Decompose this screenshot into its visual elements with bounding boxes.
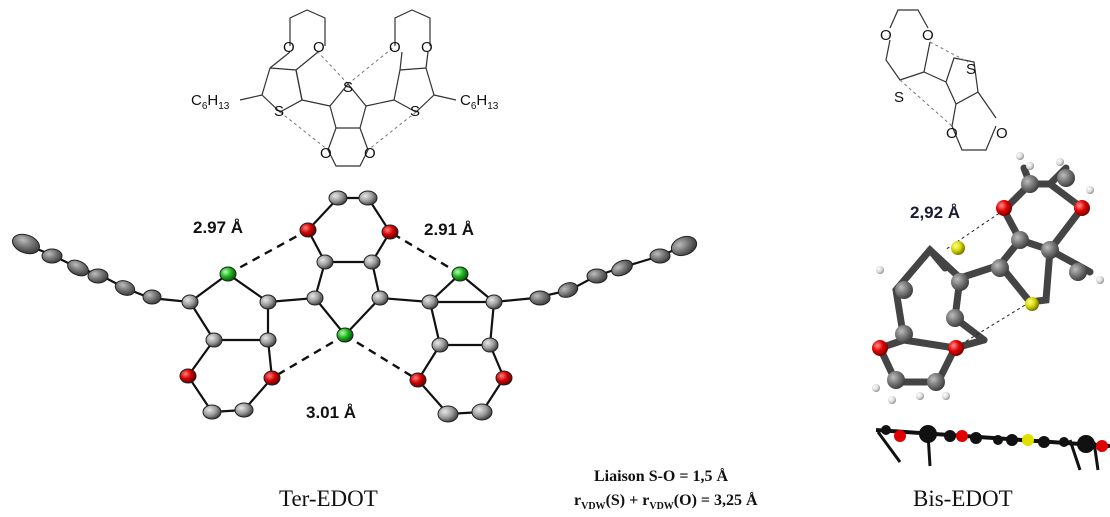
sulfur-label: S — [274, 103, 284, 120]
bonds — [21, 196, 687, 416]
carbon-atoms — [887, 169, 1087, 391]
ter-edot-skeletal-formula — [239, 9, 457, 167]
ter-edot-crystal-structure: 2.97 Å 2.91 Å 3.01 Å — [11, 190, 698, 423]
oxygen-atoms — [872, 200, 1090, 356]
oxygen-label: O — [283, 39, 295, 56]
distance-label: 3.01 Å — [306, 403, 356, 422]
hexyl-chain-left — [11, 233, 162, 305]
ter-edot-atom-labels: O O O O S S S O O C6H13 C6H13 — [191, 39, 499, 162]
oxygen-label: O — [996, 125, 1008, 142]
sulfur-label: S — [343, 79, 353, 96]
oxygen-label: O — [946, 125, 958, 142]
ter-edot-caption: Ter-EDOT — [279, 486, 378, 511]
oxygen-label: O — [364, 145, 376, 162]
sulfur-atoms — [951, 241, 1039, 311]
oxygen-atoms — [179, 222, 513, 388]
oxygen-label: O — [313, 39, 325, 56]
s-o-contact — [344, 333, 419, 382]
sulfur-label: S — [966, 61, 976, 78]
bis-edot-ball-model: 2,92 Å — [872, 152, 1104, 404]
hexyl-chain-right — [529, 235, 698, 306]
bond-length-note: Liaison S-O = 1,5 Å rVDW(S) + rVDW(O) = … — [574, 467, 758, 512]
oxygen-label: O — [880, 27, 892, 44]
note-line-2: rVDW(S) + rVDW(O) = 3,25 Å — [574, 491, 758, 512]
distance-label: 2,92 Å — [910, 203, 960, 222]
bis-edot-caption: Bis-EDOT — [913, 486, 1013, 511]
sulfur-atoms — [219, 266, 469, 343]
hexyl-substituent-label: C6H13 — [460, 92, 499, 112]
distance-label: 2.91 Å — [424, 220, 474, 239]
oxygen-label: O — [389, 39, 401, 56]
hexyl-substituent-label: C6H13 — [191, 92, 230, 112]
oxygen-label: O — [922, 27, 934, 44]
sulfur-label: S — [410, 103, 420, 120]
oxygen-label: O — [421, 39, 433, 56]
note-line-1: Liaison S-O = 1,5 Å — [594, 467, 728, 485]
s-o-contact — [227, 228, 309, 276]
oxygen-label: O — [320, 145, 332, 162]
s-o-contact — [271, 333, 346, 380]
sulfur-label: S — [894, 89, 904, 106]
ring-carbons — [181, 190, 503, 423]
bis-edot-side-view — [875, 425, 1110, 471]
hydrogen-atoms — [872, 152, 1104, 404]
distance-label: 2.97 Å — [193, 218, 243, 237]
bis-edot-skeletal-formula: O O S S O O — [880, 9, 1008, 151]
